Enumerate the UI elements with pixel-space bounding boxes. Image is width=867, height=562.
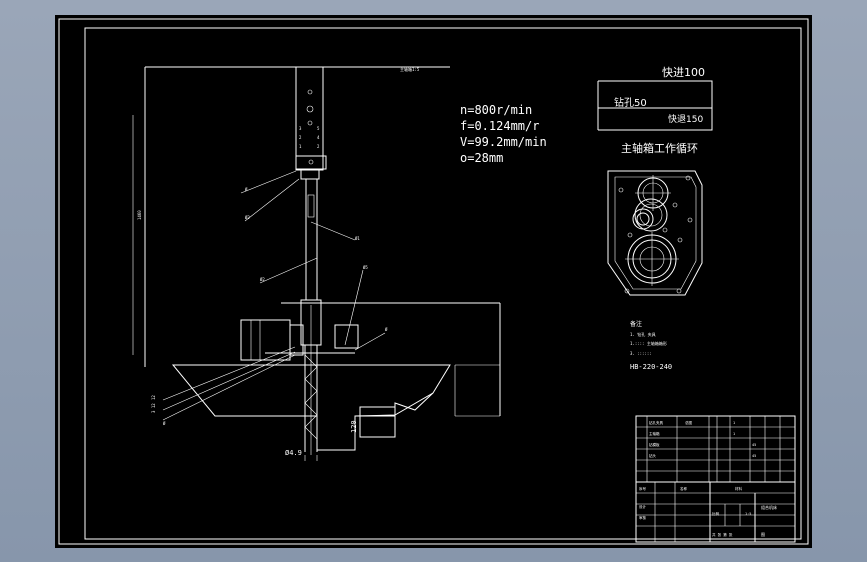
spindle-head-assembly: 1460 3 5 2 4 1 2 xyxy=(132,66,501,461)
svg-text:总图: 总图 xyxy=(685,420,693,425)
svg-text:4: 4 xyxy=(317,135,320,140)
param-velocity: V=99.2mm/min xyxy=(460,135,547,149)
notes-title: 备注 xyxy=(630,320,642,328)
svg-text:1: 1 xyxy=(299,144,302,149)
svg-text:序号: 序号 xyxy=(639,486,647,491)
dim-depth: 120 xyxy=(350,420,358,433)
cycle-rapid-out: 快退150 xyxy=(668,113,703,125)
svg-text:45: 45 xyxy=(752,454,756,458)
svg-text:Ø: Ø xyxy=(245,187,248,192)
cutting-parameters: n=800r/min f=0.124mm/r V=99.2mm/min o=28… xyxy=(460,103,547,165)
svg-text:图: 图 xyxy=(761,531,765,537)
param-feed: f=0.124mm/r xyxy=(460,119,539,133)
svg-text:1460: 1460 xyxy=(137,210,142,220)
svg-text:共 张 第 张: 共 张 第 张 xyxy=(712,532,733,537)
svg-text:钻模板: 钻模板 xyxy=(649,442,660,447)
svg-text:比例: 比例 xyxy=(712,511,720,516)
gearbox-view xyxy=(607,170,703,296)
svg-text:45: 45 xyxy=(752,443,756,447)
svg-text:1:5: 1:5 xyxy=(745,512,751,516)
svg-text:Ø: Ø xyxy=(163,421,166,426)
sheet-outer-border xyxy=(58,18,809,545)
svg-text:1. 钻孔 夹具: 1. 钻孔 夹具 xyxy=(630,331,656,337)
svg-text:组合机床: 组合机床 xyxy=(761,504,777,510)
cycle-rapid-in: 快进100 xyxy=(662,66,705,79)
svg-text:2: 2 xyxy=(299,135,302,140)
cad-viewport[interactable]: 1460 3 5 2 4 1 2 xyxy=(55,15,812,548)
svg-text:钻头: 钻头 xyxy=(649,453,657,458)
cycle-title: 主轴箱工作循环 xyxy=(621,141,698,155)
svg-text:2: 2 xyxy=(317,144,320,149)
sheet-inner-border xyxy=(84,27,802,540)
notes-line2: HB-220-240 xyxy=(630,363,672,371)
dim-diameter: Ø4.9 xyxy=(285,449,302,457)
technical-notes: 备注 1. 钻孔 夹具 1.:::: 主轴箱箱形 3. :::::: HB-22… xyxy=(630,320,672,371)
param-speed: n=800r/min xyxy=(460,103,532,117)
notes-line1: 1.:::: 主轴箱箱形 xyxy=(630,340,667,346)
svg-text:钻孔夹具: 钻孔夹具 xyxy=(649,420,663,425)
svg-text:Ø1: Ø1 xyxy=(355,236,360,241)
svg-text:3: 3 xyxy=(299,126,302,131)
svg-text:主轴箱: 主轴箱 xyxy=(649,431,660,436)
svg-text:1: 1 xyxy=(733,421,735,425)
svg-text:设计: 设计 xyxy=(639,504,647,509)
svg-text:3 12: 3 12 xyxy=(151,403,156,413)
svg-text:审核: 审核 xyxy=(639,515,647,520)
svg-text:主轴箱1:5: 主轴箱1:5 xyxy=(400,66,420,72)
svg-text:名称: 名称 xyxy=(680,486,688,491)
param-depth: o=28mm xyxy=(460,151,503,165)
svg-text:Ø2: Ø2 xyxy=(245,215,250,220)
work-cycle-diagram: 快进100 钻孔50 快退150 主轴箱工作循环 xyxy=(597,66,713,155)
svg-text:1: 1 xyxy=(733,432,735,436)
title-block: 钻孔夹具 总图 主轴箱 1 1 钻模板 钻头 45 45 序号 名称 材料 组合… xyxy=(635,415,796,543)
cycle-drill: 钻孔50 xyxy=(614,96,647,109)
svg-text:材料: 材料 xyxy=(735,486,743,491)
svg-text:5: 5 xyxy=(317,126,320,131)
svg-text:Ø5: Ø5 xyxy=(363,265,368,270)
svg-text:3. ::::::: 3. :::::: xyxy=(630,351,652,356)
svg-text:Ø: Ø xyxy=(385,327,388,332)
svg-text:12: 12 xyxy=(151,395,156,400)
drawing-canvas: 1460 3 5 2 4 1 2 xyxy=(58,18,809,545)
svg-text:Ø2: Ø2 xyxy=(260,277,265,282)
